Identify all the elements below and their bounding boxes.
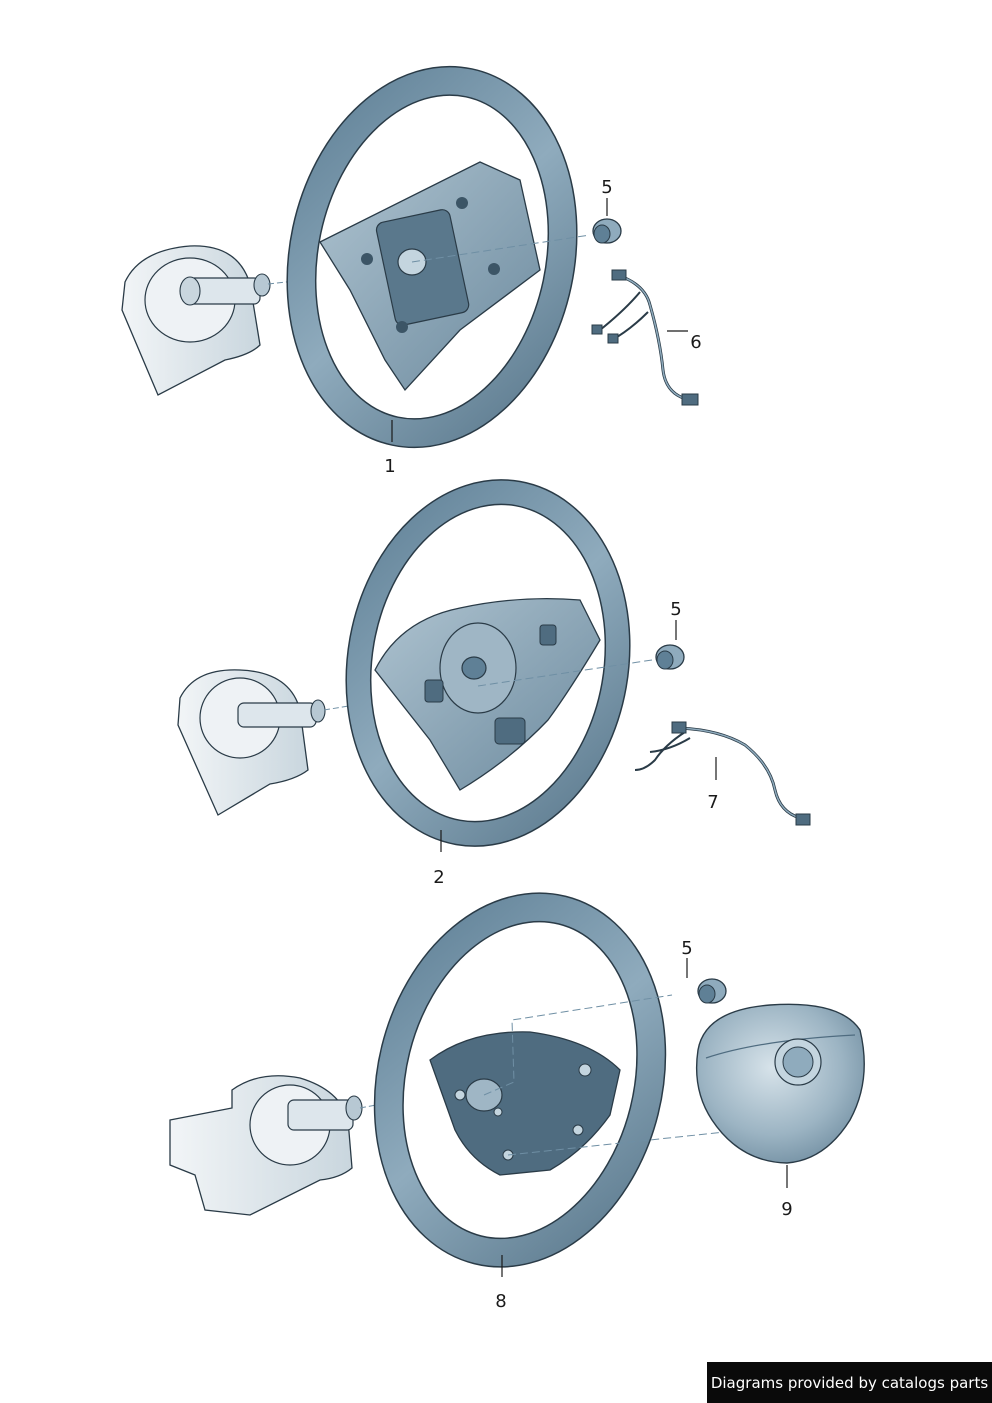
steering-wheel-2 [345, 479, 653, 847]
diagram-credit-banner: Diagrams provided by catalogs parts [707, 1362, 992, 1403]
steering-column-1 [121, 245, 296, 396]
callout-8: 8 [495, 1291, 507, 1312]
callout-7: 7 [707, 792, 719, 813]
callout-6: 6 [690, 332, 702, 353]
callout-5-middle: 5 [670, 599, 682, 620]
callout-5-bottom: 5 [681, 938, 693, 959]
wiring-harness-7 [634, 721, 811, 826]
callout-2: 2 [433, 867, 445, 888]
wiring-harness-6 [591, 269, 699, 406]
steering-column-2 [177, 669, 356, 816]
callout-9: 9 [781, 1199, 793, 1220]
screw-5-top [592, 198, 622, 244]
steering-wheel-8 [373, 892, 726, 1268]
callout-1: 1 [384, 456, 396, 477]
screw-5-middle [655, 620, 685, 670]
callout-5-top: 5 [601, 177, 613, 198]
screw-5-bottom [686, 958, 727, 1004]
steering-column-3 [169, 1075, 393, 1216]
airbag-module-9 [695, 1003, 865, 1188]
steering-wheel-1 [286, 65, 591, 449]
